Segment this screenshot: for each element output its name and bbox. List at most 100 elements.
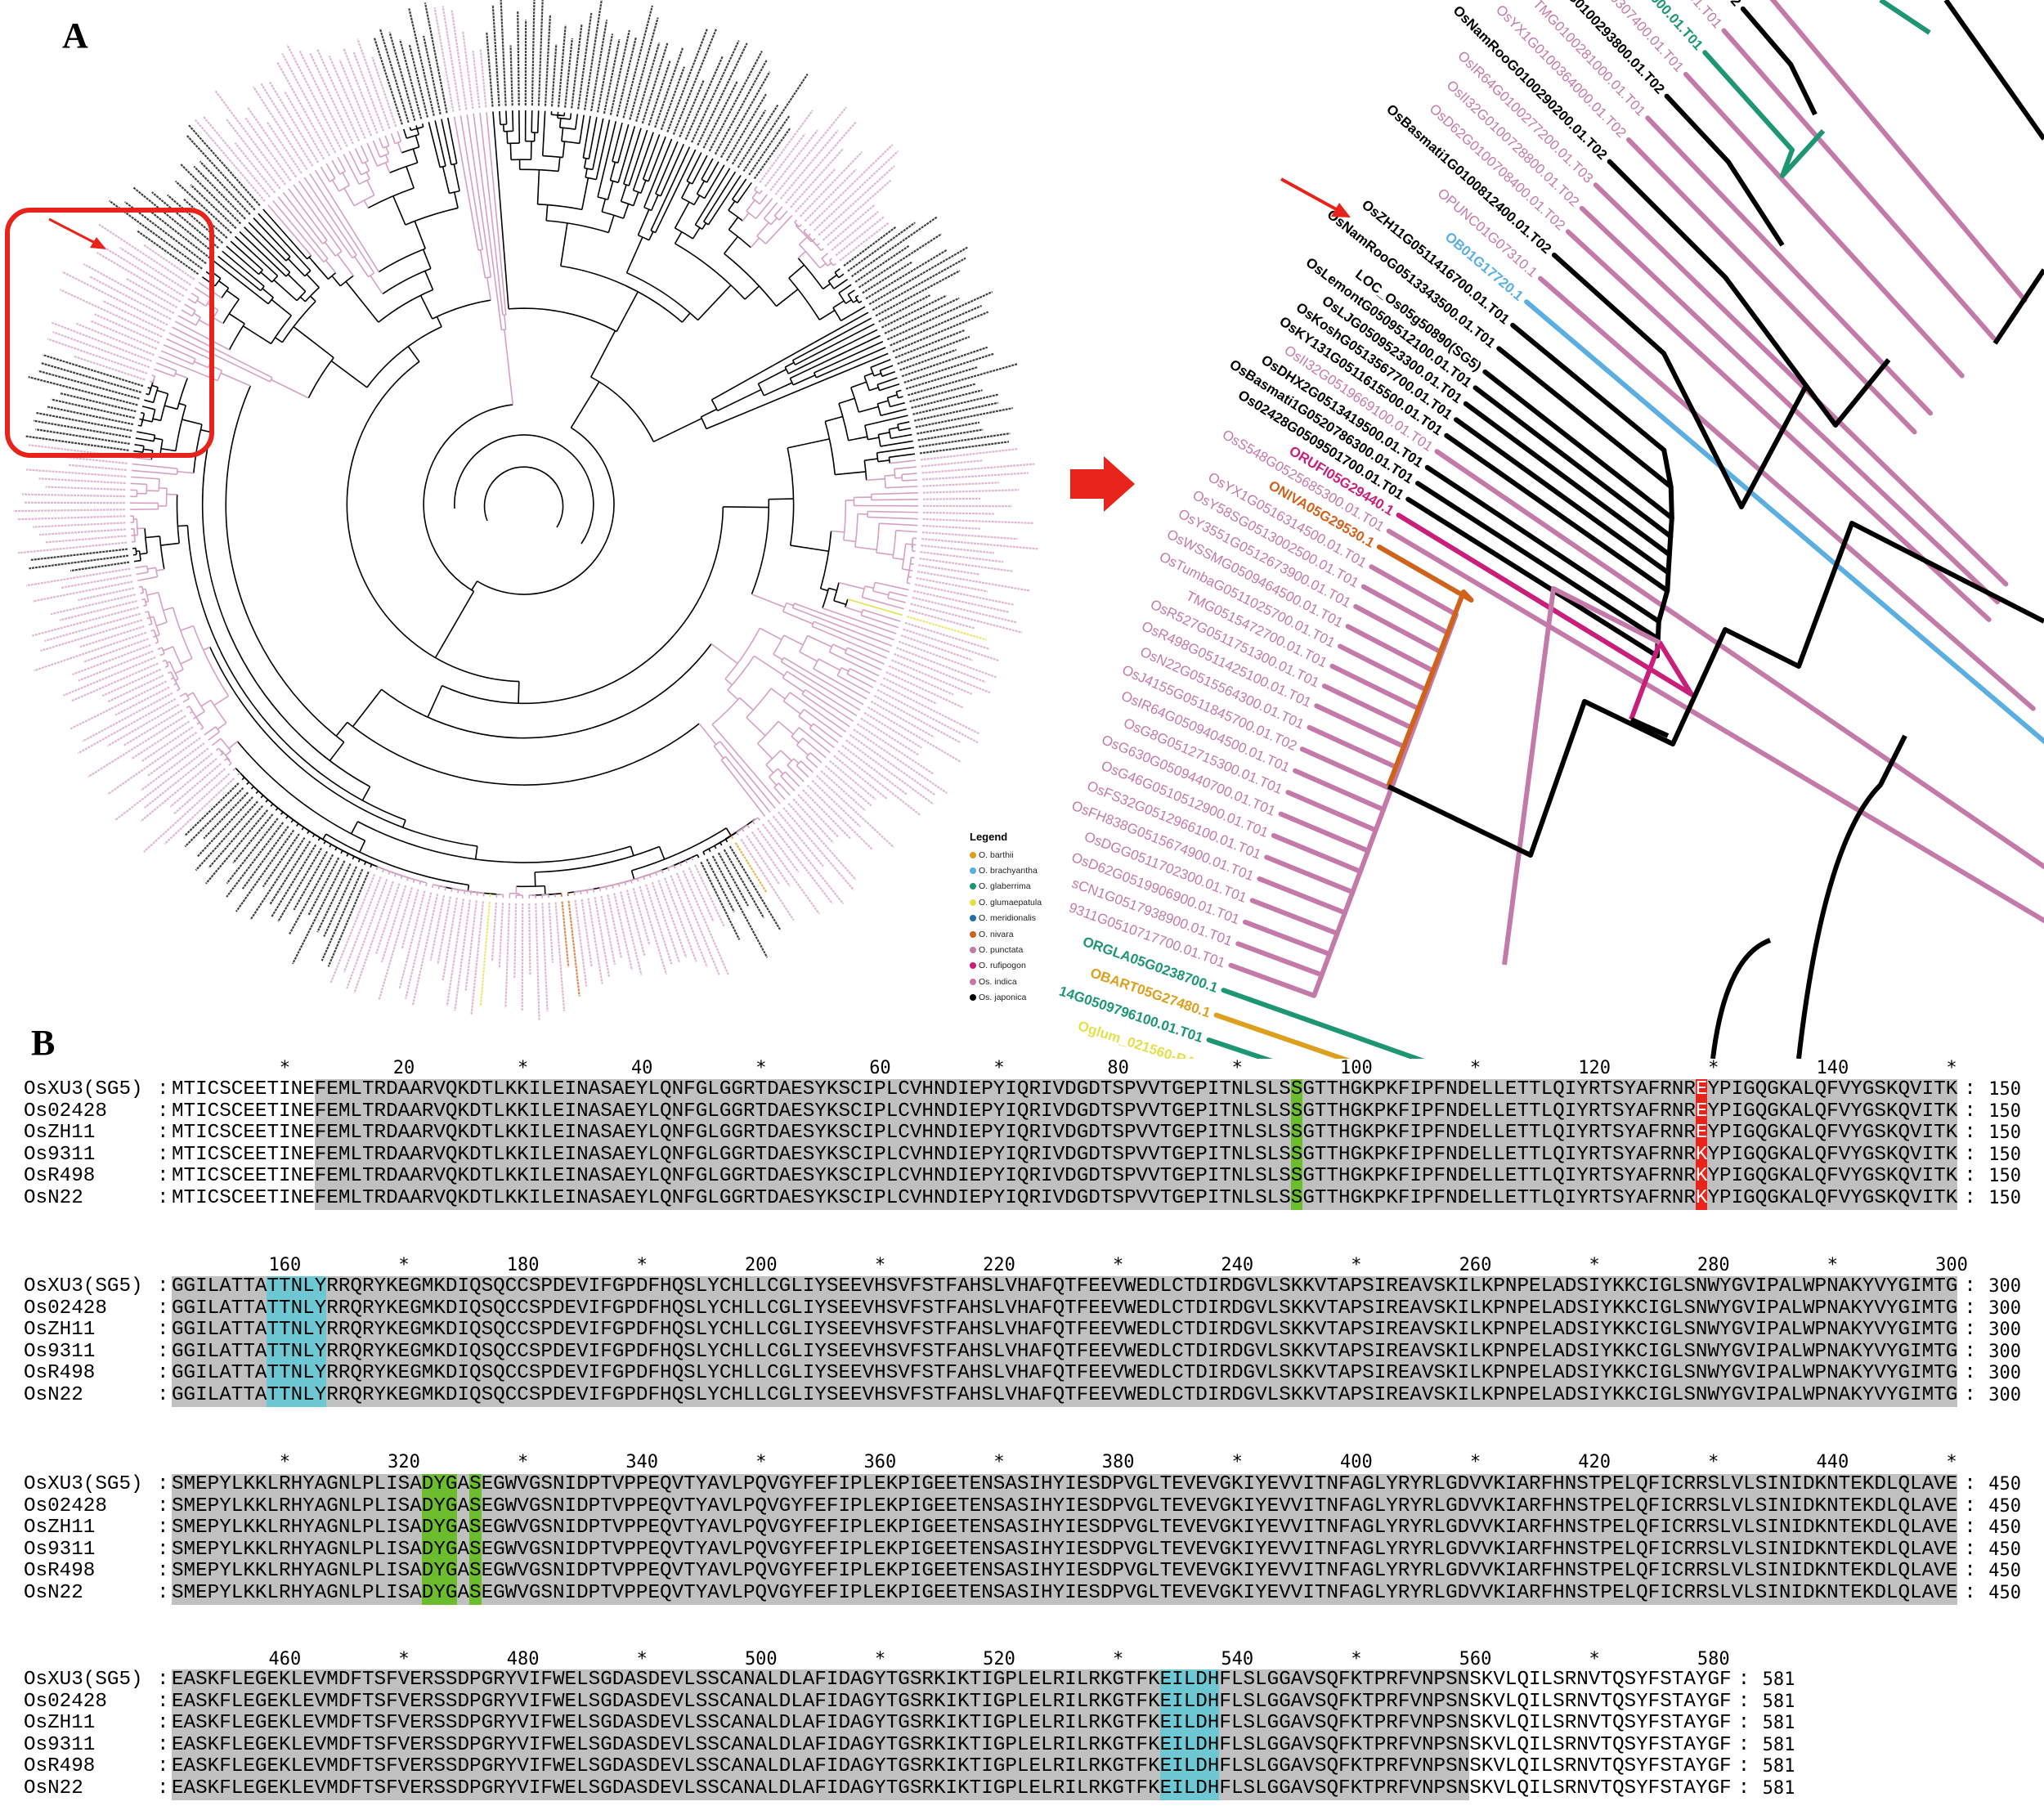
ruler-label: * (1946, 1452, 1957, 1472)
end-separator: : (1964, 1187, 1976, 1209)
tree-branch (876, 382, 885, 386)
leaf-label-mark (132, 186, 215, 254)
tree-branch (617, 146, 623, 164)
leaf-label-mark (625, 890, 646, 957)
leaf-branch (1249, 898, 1340, 936)
leaf-label-mark (38, 528, 127, 536)
tree-branch (138, 585, 142, 588)
tree-branch (262, 288, 274, 298)
leaf-label-mark (564, 38, 573, 108)
tree-branch (428, 122, 438, 158)
name-separator: : (157, 1297, 169, 1320)
tree-branch (787, 447, 795, 546)
alignment-row: OsR498:EASKFLEGEKLEVMDFTSFVERSSDPGRYVIFW… (0, 1756, 2044, 1778)
leaf-label-mark (880, 683, 979, 735)
ruler-label: 140 (1816, 1058, 1849, 1078)
tree-branch (504, 264, 509, 309)
name-separator: : (157, 1340, 169, 1363)
tree-branch (307, 830, 310, 834)
name-separator: : (157, 1078, 169, 1100)
leaf-label-mark (114, 686, 170, 716)
tree-branch (739, 697, 754, 711)
tree-branch (273, 264, 287, 277)
leaf-label-mark (437, 896, 452, 965)
tree-branch (829, 651, 848, 661)
tree-branch (702, 848, 710, 853)
tree-branch (897, 422, 905, 425)
tree-branch (132, 463, 167, 468)
tree-branch (838, 288, 845, 294)
tree-branch (169, 661, 179, 680)
tree-branch (821, 737, 835, 749)
tree-branch (724, 235, 739, 254)
tree-branch (838, 275, 842, 279)
leaf-label-mark (734, 842, 768, 893)
end-position: 450 (1988, 1583, 2022, 1603)
sequence-name: OsZH11 (24, 1712, 96, 1735)
leaf-label-mark (876, 688, 979, 744)
tree-branch (827, 274, 838, 282)
tree-branch (706, 416, 736, 430)
tree-branch (213, 695, 229, 706)
tree-branch (737, 193, 745, 204)
tree-branch (813, 764, 818, 769)
tree-branch (251, 267, 260, 276)
tree-branch (440, 146, 446, 167)
tree-branch (412, 148, 419, 164)
tree-branch (720, 755, 726, 761)
internal-branch (1943, 0, 2044, 141)
end-position: 300 (1988, 1320, 2022, 1341)
sequence-residues: MTICSCEETINEFEMLTRDAARVQKDTLKKILEINASAEY… (172, 1165, 1958, 1188)
tree-branch (895, 486, 918, 488)
leaf-label-mark (751, 831, 791, 887)
legend-dot-icon (970, 962, 976, 970)
tree-branch (845, 606, 863, 613)
tree-branch (814, 621, 840, 633)
leaf-label-mark (865, 249, 948, 300)
leaf-label-mark (28, 376, 138, 406)
sequence-residues: MTICSCEETINEFEMLTRDAARVQKDTLKKILEINASAEY… (172, 1143, 1958, 1166)
tree-branch (796, 744, 809, 756)
tree-branch (854, 546, 877, 551)
tree-branch (794, 219, 798, 223)
tree-branch (220, 372, 251, 387)
leaf-label-mark (88, 276, 172, 320)
leaf-branch (1405, 496, 1660, 659)
tree-branch (144, 598, 147, 606)
tree-branch (164, 473, 177, 476)
tree-branch (855, 657, 882, 671)
end-position: 450 (1988, 1495, 2022, 1517)
tree-branch (325, 259, 337, 274)
leaf-label-mark (17, 541, 128, 554)
tree-branch (142, 438, 155, 442)
tree-branch (191, 292, 195, 296)
tree-branch (864, 420, 882, 427)
tree-branch (889, 426, 899, 430)
leaf-label-mark (169, 763, 222, 808)
leaf-label-mark (271, 844, 317, 918)
tree-branch (847, 647, 858, 653)
tree-branch (271, 298, 292, 316)
tree-branch (724, 839, 728, 843)
tree-branch (844, 284, 852, 290)
alignment-row: Os9311:GGILATTATTNLYRRQRYKEGMKDIQSQCCSPD… (0, 1340, 2044, 1364)
tree-branch (585, 115, 591, 143)
tree-branch (343, 187, 355, 207)
tree-branch (184, 303, 190, 308)
sequence-name: OsXU3(SG5) (24, 1669, 143, 1691)
leaf-label-mark (375, 883, 401, 954)
tree-branch (277, 260, 291, 273)
tree-branch (148, 432, 155, 437)
conserved-shading (172, 1385, 1958, 1407)
leaf-label-mark (136, 230, 199, 276)
tree-branch (193, 423, 203, 473)
tree-branch (485, 245, 492, 277)
tree-branch (582, 142, 587, 159)
tree-branch (728, 217, 739, 231)
tree-branch (372, 140, 379, 151)
tree-branch (901, 474, 903, 482)
sequence-name: OsXU3(SG5) (24, 1275, 143, 1297)
tree-branch (832, 643, 847, 652)
leaf-label-mark (561, 901, 570, 967)
ruler-label: 340 (625, 1452, 659, 1472)
